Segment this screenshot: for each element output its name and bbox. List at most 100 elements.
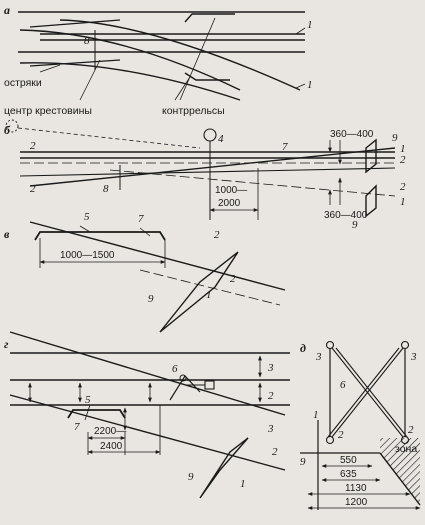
panel-label-d: д xyxy=(300,341,306,355)
dim-360-400-bottom: 360—400 xyxy=(324,210,368,221)
signal-box xyxy=(204,380,215,390)
label-1: 1 xyxy=(313,409,319,421)
panel-label-g: г xyxy=(4,337,9,351)
leader-line xyxy=(79,225,91,233)
signal-lamp xyxy=(325,435,335,445)
leader-line xyxy=(39,64,61,73)
dim-2000: 2000 xyxy=(218,198,241,209)
caption-frog-center: центр крестовины xyxy=(4,105,92,117)
signal-lamp xyxy=(179,374,187,382)
clearance-post xyxy=(365,184,377,218)
rail-diverging xyxy=(19,62,241,101)
frame-brace xyxy=(335,347,408,438)
label-4: 4 xyxy=(218,133,224,145)
rail-diverging xyxy=(59,19,301,91)
rail-diverging xyxy=(9,331,286,416)
dim-1000-1500: 1000—1500 xyxy=(60,250,115,261)
label-2: 2 xyxy=(230,273,236,285)
caption-switch-points: остряки xyxy=(4,77,42,89)
label-6: 6 xyxy=(172,363,178,375)
tie-marker xyxy=(34,231,166,241)
dim-1000: 1000— xyxy=(215,185,247,196)
signal-lamp xyxy=(325,340,335,350)
label-2: 2 xyxy=(400,154,406,166)
label-2: 2 xyxy=(272,446,278,458)
label-5: 5 xyxy=(84,211,90,223)
panel-d: д 550 635 1130 1200 зона 3 3 6 1 2 2 9 xyxy=(300,340,421,510)
rail-diverging xyxy=(29,147,396,187)
label-8: 8 xyxy=(103,183,109,195)
panel-label-b: б xyxy=(4,123,11,137)
panel-label-v: в xyxy=(4,227,10,241)
label-9: 9 xyxy=(148,293,154,305)
zone-label: зона xyxy=(395,443,417,455)
leader-line xyxy=(79,59,101,101)
check-rail xyxy=(184,13,235,23)
rail xyxy=(29,221,286,291)
label-2: 2 xyxy=(408,424,414,436)
signal-mast xyxy=(184,375,201,393)
signal-lamp xyxy=(400,340,410,350)
label-9: 9 xyxy=(392,132,398,144)
rail-diverging xyxy=(9,394,286,471)
frame-brace xyxy=(331,347,404,438)
switch-blade xyxy=(29,19,121,28)
rail-diverging xyxy=(19,29,241,91)
caption-check-rails: контррельсы xyxy=(162,105,225,117)
dim-360-400-top: 360—400 xyxy=(330,129,374,140)
hatched-zone xyxy=(380,438,420,505)
panel-g: г 2200— 2400 6 3 2 5 7 3 xyxy=(4,331,290,499)
label-1: 1 xyxy=(400,196,406,208)
leader-line xyxy=(84,404,91,421)
clearance-post xyxy=(159,251,239,333)
check-rail xyxy=(184,72,230,81)
label-6: 6 xyxy=(340,379,346,391)
label-2: 2 xyxy=(30,183,36,195)
label-2: 2 xyxy=(338,429,344,441)
clearance-line xyxy=(109,169,396,197)
frame-brace xyxy=(327,347,400,438)
leader-line xyxy=(295,83,306,89)
label-1: 1 xyxy=(307,79,313,91)
signal-circle-dashed xyxy=(5,119,19,133)
label-2: 2 xyxy=(400,181,406,193)
label-9: 9 xyxy=(300,456,306,468)
leader-line xyxy=(139,227,151,237)
label-8: 8 xyxy=(84,35,90,47)
label-1: 1 xyxy=(400,143,406,155)
switch-blade xyxy=(29,59,121,67)
dim-1200: 1200 xyxy=(345,497,368,508)
sight-line xyxy=(17,127,201,149)
label-2: 2 xyxy=(30,140,36,152)
dim-635: 635 xyxy=(340,469,357,480)
clearance-post xyxy=(199,437,249,499)
tie-marker xyxy=(67,409,126,419)
dim-2400: 2400 xyxy=(100,441,123,452)
panel-label-a: а xyxy=(4,3,10,17)
signal-circle xyxy=(203,128,217,142)
label-2: 2 xyxy=(268,390,274,402)
leader-line xyxy=(179,17,216,101)
label-9: 9 xyxy=(352,219,358,231)
label-3: 3 xyxy=(267,362,274,374)
label-7: 7 xyxy=(138,213,144,225)
label-3: 3 xyxy=(315,351,322,363)
label-3: 3 xyxy=(410,351,417,363)
panel-a: а 1 8 1 остряки центр крестовины контрре… xyxy=(4,3,313,117)
panel-b: б 360—400 1000— 2000 360—400 2 2 8 4 xyxy=(4,119,406,231)
label-1: 1 xyxy=(307,19,313,31)
dim-550: 550 xyxy=(340,455,357,466)
signal-mast xyxy=(169,375,186,401)
label-7: 7 xyxy=(74,421,80,433)
panel-v: в 1000—1500 5 7 2 2 9 1 xyxy=(4,211,286,333)
rail-diverging xyxy=(19,167,396,177)
dim-2200: 2200— xyxy=(94,426,126,437)
leader-line xyxy=(174,76,191,101)
label-9: 9 xyxy=(188,471,194,483)
dim-1130: 1130 xyxy=(345,483,367,494)
clearance-line xyxy=(139,269,281,306)
label-2: 2 xyxy=(214,229,220,241)
label-7: 7 xyxy=(282,141,288,153)
